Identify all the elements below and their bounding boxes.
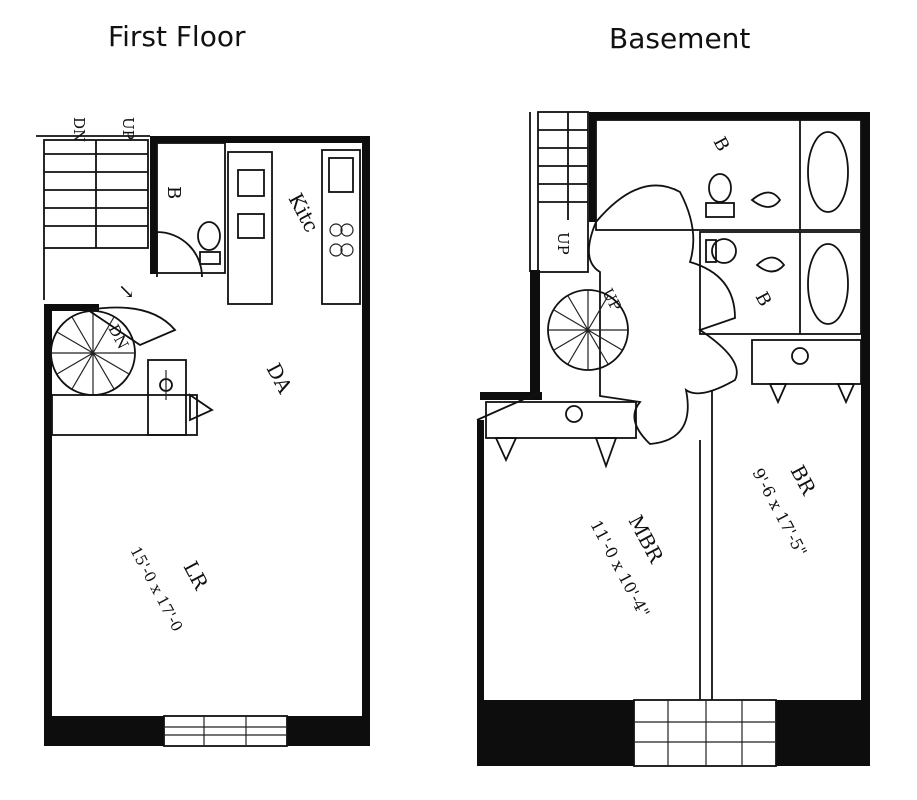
bedroom-label: BR [786,461,822,499]
master-bedroom-label: MBR [624,511,669,567]
basement-closets [485,339,862,469]
basement-bath-lower [699,231,862,335]
living-room-size: 15'-0 x 17'-0 [126,543,186,634]
down-arrow-icon: ↘ [118,279,135,303]
first-floor-walls [36,135,370,746]
basement-plan: UP UP B B [476,111,870,767]
stair-up-label: UP [119,117,137,140]
kitchen-label: Kitc [284,189,324,236]
basement-title: Basement [609,22,751,55]
basement-partition [699,390,713,700]
stair-dn-label: DN [70,117,88,142]
basement-stair-up-label: UP [554,232,572,255]
dining-label: DA [262,359,298,398]
first-floor-title: First Floor [108,20,246,53]
basement-bath-1-label: B [709,133,734,155]
first-floor-straight-stair [43,139,149,300]
first-floor-bath [156,142,226,278]
basement-window [633,699,777,767]
basement-hall [588,184,738,445]
bath-label: B [163,186,184,199]
basement-spiral-stair [547,289,629,371]
living-room-label: LR [179,557,214,594]
basement-spiral-up-label: UP [598,285,625,314]
basement-straight-stair [537,111,589,273]
first-floor-plan: DN UP ↘ B Kitc [36,117,370,747]
first-floor-window [163,715,288,747]
first-floor-kitchen [227,149,361,305]
first-floor-spiral-stair [50,306,214,436]
basement-bath-2-label: B [751,288,776,310]
basement-bath-upper [595,119,862,231]
basement-walls [476,112,870,766]
